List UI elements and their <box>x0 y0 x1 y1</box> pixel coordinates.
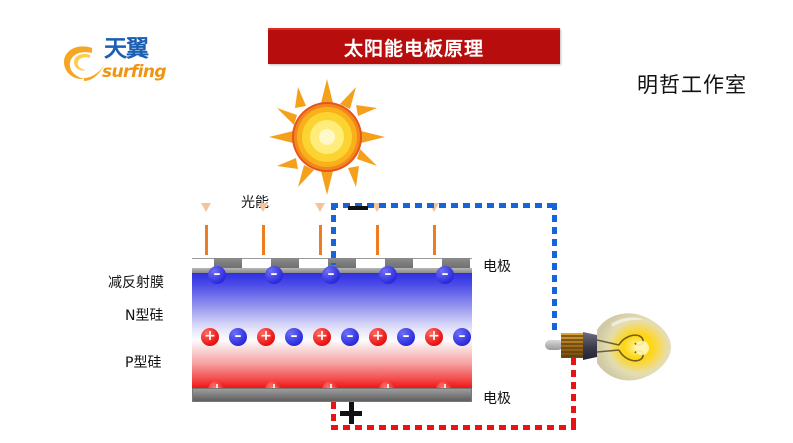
electron-charge: – <box>265 266 283 284</box>
electron-charge: – <box>229 328 247 346</box>
label-anti-reflective-film: 减反射膜 <box>108 275 164 291</box>
electrode-finger <box>214 258 242 268</box>
sun-icon <box>269 79 385 195</box>
label-n-type-silicon: N型硅 <box>125 308 164 324</box>
brand-logo: 天翼 surfing <box>62 36 170 88</box>
negative-terminal-sign <box>348 206 368 210</box>
electron-charge: – <box>285 328 303 346</box>
positive-wire-segment <box>331 402 336 430</box>
label-bottom-electrode: 电极 <box>483 391 511 407</box>
label-p-type-silicon: P型硅 <box>125 355 162 371</box>
positive-terminal-sign <box>340 402 362 424</box>
electron-charge: – <box>208 266 226 284</box>
logo-latin-text: surfing <box>102 62 167 82</box>
electrode-finger <box>385 258 413 268</box>
title-banner: 太阳能电板原理 <box>268 28 560 64</box>
electrode-finger <box>328 258 356 268</box>
negative-wire-segment <box>331 203 557 208</box>
studio-credit: 明哲工作室 <box>637 73 747 97</box>
label-top-electrode: 电极 <box>483 259 511 275</box>
negative-wire-segment <box>331 203 336 265</box>
electron-charge: – <box>322 266 340 284</box>
negative-wire-segment <box>552 203 557 335</box>
electron-charge: – <box>341 328 359 346</box>
hole-charge: + <box>425 328 443 346</box>
hole-charge: + <box>369 328 387 346</box>
positive-wire-segment <box>571 358 576 428</box>
logo-chinese-text: 天翼 <box>104 36 149 62</box>
swirl-icon <box>64 46 105 81</box>
electron-charge: – <box>379 266 397 284</box>
bottom-electrode <box>192 388 472 402</box>
solar-panel: – – – – – + – + – + – + – + – + + + + + <box>192 258 472 402</box>
hole-charge: + <box>257 328 275 346</box>
hole-charge: + <box>313 328 331 346</box>
p-type-silicon-layer <box>192 340 472 388</box>
light-bulb-icon <box>545 313 671 381</box>
hole-charge: + <box>201 328 219 346</box>
electron-charge: – <box>453 328 471 346</box>
electrode-finger <box>271 258 299 268</box>
electron-charge: – <box>397 328 415 346</box>
page-title: 太阳能电板原理 <box>343 38 484 60</box>
electron-charge: – <box>436 266 454 284</box>
electrode-finger <box>442 258 470 268</box>
positive-wire-segment <box>331 425 576 430</box>
